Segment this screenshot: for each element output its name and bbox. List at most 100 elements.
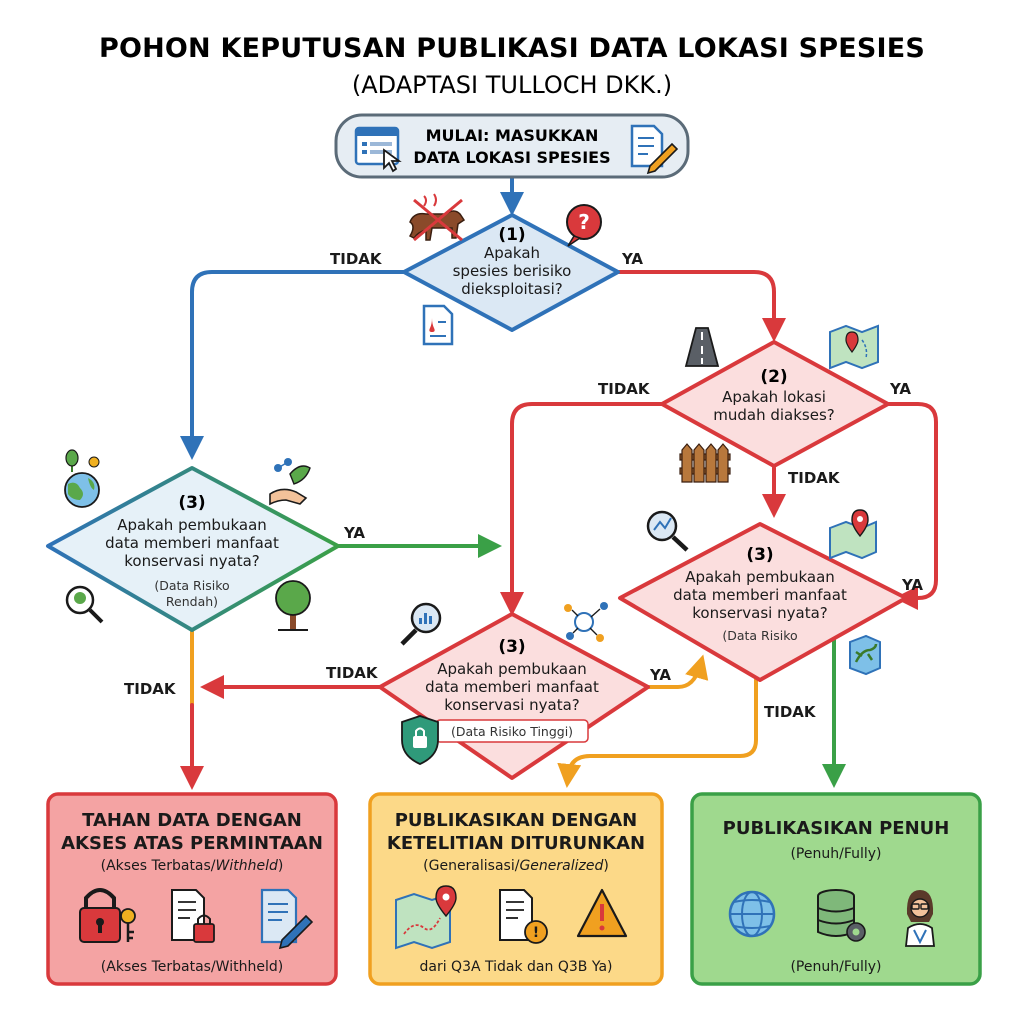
- scientist-icon: [904, 890, 936, 947]
- q3-high-line3: konservasi nyata?: [444, 696, 579, 714]
- outcome-withhold-title-line2: AKSES ATAS PERMINTAAN: [61, 833, 323, 854]
- edge-label-q1-no: TIDAK: [330, 250, 383, 268]
- road-icon: [684, 327, 720, 367]
- edit-document-icon: [260, 888, 314, 950]
- data-list-icon: [354, 126, 402, 173]
- edge-q2-no: [500, 402, 664, 616]
- q2-line1: Apakah lokasi: [722, 388, 826, 406]
- outcome-generalize-sub-italic: Generalized: [519, 858, 603, 874]
- q2-line2: mudah diakses?: [713, 406, 835, 424]
- q1-line3: dieksploitasi?: [461, 280, 562, 298]
- map-route-icon: [395, 885, 457, 950]
- edge-q3-mid-no: [557, 678, 758, 788]
- tree-icon: [275, 580, 311, 631]
- edge-q1-yes: [616, 270, 786, 342]
- question-2-node: (2) Apakah lokasi mudah diakses?: [660, 340, 890, 468]
- q3-low-line2: data memberi manfaat: [105, 534, 279, 552]
- q3-low-line1: Apakah pembukaan: [117, 516, 267, 534]
- globe-plant-icon: [64, 449, 100, 508]
- risk-document-icon: [422, 304, 454, 346]
- edge-label-q2-no: TIDAK: [598, 380, 651, 398]
- edge-q2-yes: [886, 402, 938, 610]
- q3-low-line3: konservasi nyata?: [124, 552, 259, 570]
- edge-label-q2-down: TIDAK: [788, 469, 841, 487]
- q3-mid-number: (3): [746, 545, 773, 565]
- edge-q1-no: [180, 270, 406, 460]
- q3-mid-line2: data memberi manfaat: [673, 586, 847, 604]
- q3-mid-note: (Data Risiko: [722, 628, 797, 643]
- edge-label-q1-yes: YA: [621, 250, 643, 268]
- q1-line2: spesies berisiko: [453, 262, 572, 280]
- outcome-withhold-sub-suffix: ): [278, 858, 283, 874]
- outcome-generalize-sub-suffix: ): [603, 858, 608, 874]
- locked-document-icon: [171, 889, 215, 943]
- edge-label-q3-high-yes: YA: [649, 666, 671, 684]
- outcome-generalize-title-line1: PUBLIKASIKAN DENGAN: [395, 810, 638, 831]
- svg-text:!: !: [533, 925, 539, 941]
- outcome-withhold-footer: (Akses Terbatas/Withheld): [101, 959, 283, 975]
- magnifier-tree-icon: [65, 585, 104, 624]
- question-3-mid-risk-node: (3) Apakah pembukaan data memberi manfaa…: [618, 522, 908, 682]
- outcome-withhold-title-line1: TAHAN DATA DENGAN: [82, 810, 302, 831]
- edge-label-q3-high-no: TIDAK: [326, 664, 379, 682]
- database-gear-icon: [817, 889, 866, 942]
- edge-label-q2-yes: YA: [889, 380, 911, 398]
- edge-label-q3-mid-yes: YA: [901, 576, 923, 594]
- q3-low-note2: Rendah): [166, 594, 218, 609]
- outcome-full-footer: (Penuh/Fully): [790, 959, 881, 975]
- start-label-line1: MULAI: MASUKKAN: [426, 126, 599, 145]
- outcome-full-box: PUBLIKASIKAN PENUH (Penuh/Fully) (Penuh/…: [690, 792, 982, 986]
- q3-mid-line1: Apakah pembukaan: [685, 568, 835, 586]
- q2-number: (2): [760, 367, 787, 387]
- outcome-withhold-sub: (Akses Terbatas/Withheld): [101, 858, 284, 874]
- page-subtitle: (ADAPTASI TULLOCH DKK.): [352, 71, 672, 99]
- q3-low-note1: (Data Risiko: [154, 578, 229, 593]
- globe-icon: [728, 890, 776, 938]
- edge-label-q3-mid-no: TIDAK: [764, 703, 817, 721]
- edge-label-q3-low-no: TIDAK: [124, 680, 177, 698]
- q3-mid-line3: konservasi nyata?: [692, 604, 827, 622]
- crossed-animal-icon: [408, 193, 466, 242]
- edge-q3-high-yes: [646, 654, 709, 689]
- q3-high-line2: data memberi manfaat: [425, 678, 599, 696]
- outcome-generalize-title-line2: KETELITIAN DITURUNKAN: [387, 833, 645, 854]
- q3-high-number: (3): [498, 637, 525, 657]
- svg-text:?: ?: [578, 210, 590, 234]
- outcome-withhold-box: TAHAN DATA DENGAN AKSES ATAS PERMINTAAN …: [46, 792, 338, 986]
- warning-triangle-icon: [576, 888, 628, 938]
- outcome-generalize-sub-prefix: (Generalisasi/: [423, 858, 520, 874]
- outcome-generalize-box: PUBLIKASIKAN DENGAN KETELITIAN DITURUNKA…: [368, 792, 664, 986]
- hand-leaf-icon: [269, 458, 311, 506]
- outcome-generalize-footer: dari Q3A Tidak dan Q3B Ya): [420, 959, 613, 975]
- q3-high-note: (Data Risiko Tinggi): [451, 724, 573, 739]
- map-pin-icon: [829, 324, 879, 370]
- outcome-generalize-sub: (Generalisasi/Generalized): [423, 858, 609, 874]
- map-lizard-icon: [849, 634, 881, 676]
- q3-high-line1: Apakah pembukaan: [437, 660, 587, 678]
- magnifier-bars-icon: [400, 602, 442, 646]
- q3-low-number: (3): [178, 493, 205, 513]
- padlock-key-icon: [79, 888, 136, 943]
- edge-labels: TIDAK YA TIDAK YA TIDAK YA TIDAK TIDAK Y…: [124, 250, 923, 721]
- question-3-high-risk-node: (3) Apakah pembukaan data memberi manfaa…: [378, 612, 650, 780]
- start-label-line2: DATA LOKASI SPESIES: [413, 148, 610, 167]
- outcome-full-sub: (Penuh/Fully): [790, 846, 881, 862]
- question-bubble-icon: ?: [566, 204, 602, 247]
- network-process-icon: [564, 602, 608, 642]
- q1-number: (1): [498, 225, 525, 245]
- magnifier-chart-icon: [646, 510, 689, 552]
- question-3-low-risk-node: (3) Apakah pembukaan data memberi manfaa…: [46, 466, 340, 632]
- shield-lock-icon: [401, 715, 439, 765]
- outcome-withhold-sub-prefix: (Akses Terbatas/: [101, 858, 216, 874]
- page-title: POHON KEPUTUSAN PUBLIKASI DATA LOKASI SP…: [99, 33, 925, 64]
- edges: [180, 176, 938, 790]
- outcome-full-title: PUBLIKASIKAN PENUH: [723, 818, 950, 839]
- map-location-icon: [829, 509, 877, 560]
- edge-label-q3-low-yes: YA: [343, 524, 365, 542]
- question-1-node: (1) Apakah spesies berisiko dieksploitas…: [402, 213, 620, 332]
- document-edit-icon: [630, 124, 679, 175]
- start-node: MULAI: MASUKKAN DATA LOKASI SPESIES: [334, 113, 690, 179]
- warning-document-icon: !: [499, 889, 548, 944]
- fence-icon: [679, 443, 731, 483]
